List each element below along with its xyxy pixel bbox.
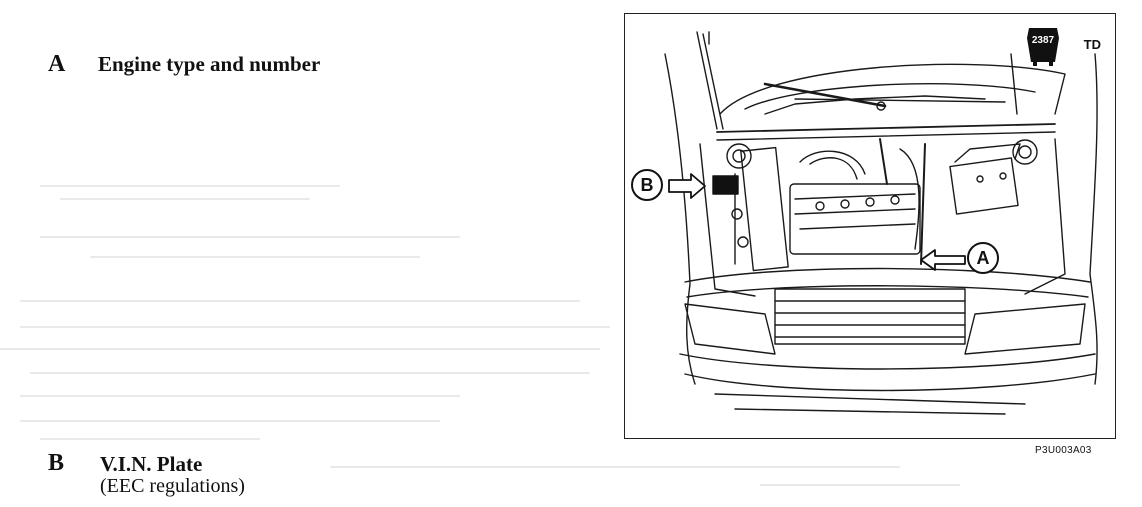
pointer-arrow-icon [920,249,966,271]
gearbox-badge-icon: 2387 [1023,24,1063,68]
engine-bay-illustration [664,31,1098,415]
section-b-subtitle: (EEC regulations) [100,475,245,497]
figure-reference-code: P3U003A03 [1035,445,1092,456]
callout-b: B [631,169,663,201]
engine-bay-figure: 2387 TD B A [624,13,1116,439]
badge-suffix: TD [1083,37,1101,52]
badge-number: 2387 [1031,35,1055,46]
section-b-letter: B [48,450,65,476]
section-b-title: V.I.N. Plate [100,452,203,476]
section-a-title: Engine type and number [98,52,321,76]
section-a-letter: A [48,51,66,77]
callout-a: A [967,242,999,274]
pointer-arrow-icon [668,173,706,199]
